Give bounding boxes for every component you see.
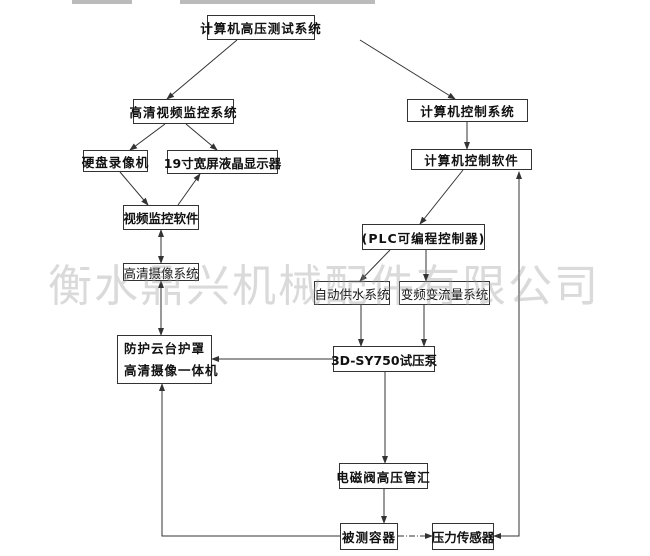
node-plc: (PLC可编程控制器) bbox=[362, 224, 485, 250]
node-manifold: 电磁阀高压管汇 bbox=[336, 463, 430, 489]
node-monitor: 19寸宽屏液晶显示器 bbox=[164, 150, 281, 174]
node-vessel: 被测容器 bbox=[340, 523, 398, 550]
edge-plc-water bbox=[359, 249, 391, 282]
camera-unit-line1: 防护云台护罩 bbox=[124, 340, 206, 356]
node-computer-control-system: 计算机控制系统 bbox=[407, 99, 528, 122]
node-vfd-system: 变频变流量系统 bbox=[399, 281, 490, 305]
node-camera-system: 高清摄像系统 bbox=[123, 263, 199, 281]
node-control-software: 计算机控制软件 bbox=[411, 149, 532, 170]
node-root: 计算机高压测试系统 bbox=[200, 15, 321, 40]
header-fragment bbox=[180, 0, 375, 4]
node-sensor: 压力传感器 bbox=[432, 523, 494, 550]
node-water-supply: 自动供水系统 bbox=[314, 281, 390, 305]
node-dvr: 硬盘录像机 bbox=[82, 150, 148, 172]
node-video-system: 高清视频监控系统 bbox=[130, 99, 237, 124]
node-video-software: 视频监控软件 bbox=[123, 205, 199, 230]
edge-video-dvr bbox=[129, 123, 166, 151]
header-fragment bbox=[72, 0, 132, 4]
camera-unit-line2: 高清摄像一体机 bbox=[124, 362, 219, 378]
edge-software-monitor bbox=[177, 173, 201, 206]
edge-software-plc bbox=[419, 169, 464, 225]
edge-video-monitor bbox=[185, 123, 218, 151]
node-camera-unit: 防护云台护罩 高清摄像一体机 bbox=[117, 335, 218, 384]
edge-sensor-software bbox=[493, 171, 522, 539]
edge-root-video bbox=[166, 39, 238, 100]
node-pump: 3D-SY750试压泵 bbox=[331, 346, 437, 372]
edge-root-control bbox=[359, 39, 456, 100]
edge-dvr-software bbox=[119, 171, 149, 206]
edge-vessel-camera bbox=[159, 383, 340, 537]
